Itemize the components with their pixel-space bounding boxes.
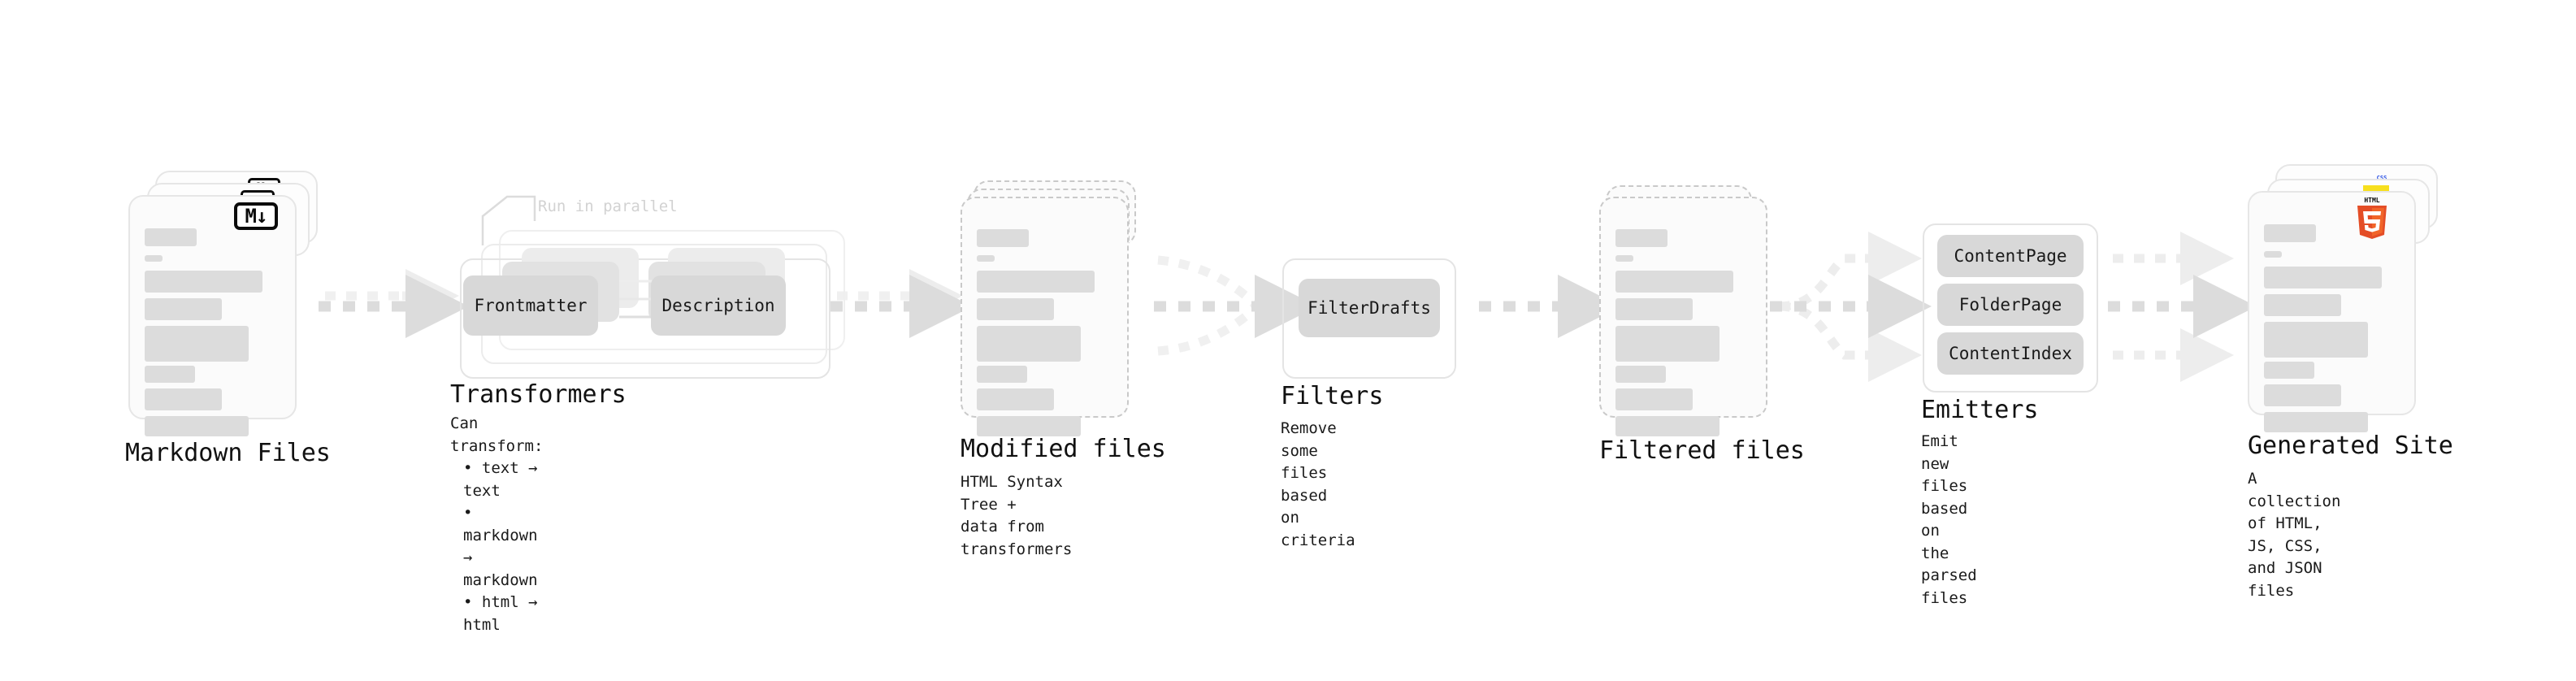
stage-title-generated-site: Generated Site xyxy=(2248,432,2453,460)
emitters-pill-contentpage[interactable]: ContentPage xyxy=(1937,235,2084,277)
filtered-card-front xyxy=(1599,197,1767,436)
skeleton-sub-bar xyxy=(977,255,995,262)
skeleton-sub-bar xyxy=(2264,251,2282,258)
filters-pill-filterdrafts[interactable]: FilterDrafts xyxy=(1299,279,1440,337)
markdown-badge-icon: M↓ xyxy=(234,202,278,230)
skeleton-line-4 xyxy=(977,366,1027,383)
emitters-pill-folderpage[interactable]: FolderPage xyxy=(1937,284,2084,326)
skeleton-title-bar xyxy=(1615,229,1667,247)
emitters-pill-contentindex[interactable]: ContentIndex xyxy=(1937,332,2084,375)
filters-box xyxy=(1282,258,1456,379)
skeleton-line-4 xyxy=(145,366,195,383)
markdown-card-front xyxy=(128,195,297,436)
transformer-layer-front xyxy=(460,258,830,379)
skeleton-line-4 xyxy=(2264,362,2314,379)
run-in-parallel-bracket xyxy=(481,195,536,245)
stage-title-markdown-files: Markdown Files xyxy=(125,439,331,467)
stage-subtitle-filters: Remove some files based on criteria xyxy=(1281,419,1355,549)
skeleton-line-4 xyxy=(1615,366,1666,383)
stage-title-filtered-files: Filtered files xyxy=(1599,436,1805,465)
skeleton-line-1 xyxy=(2264,267,2382,288)
skeleton-line-6 xyxy=(1615,416,1720,436)
arrow-markdown-to-transformers xyxy=(319,269,469,338)
transformers-bullet-list: Can transform: • text → text • markdown … xyxy=(450,413,543,636)
skeleton-line-5 xyxy=(145,388,222,410)
skeleton-line-5 xyxy=(2264,384,2341,406)
stage-title-modified-files: Modified files xyxy=(961,435,1166,463)
skeleton-line-1 xyxy=(977,271,1095,293)
stage-title-transformers: Transformers xyxy=(450,380,627,409)
skeleton-title-bar xyxy=(2264,224,2316,242)
skeleton-line-6 xyxy=(977,416,1081,436)
stage-subtitle-emitters: Emit new files based on the parsed files xyxy=(1921,432,1977,607)
bullets-lead: Can transform: xyxy=(450,414,544,455)
skeleton-line-3 xyxy=(2264,322,2368,358)
transformer-pill-description[interactable]: Description xyxy=(651,275,786,336)
skeleton-title-bar xyxy=(145,228,197,246)
arrow-modified-to-filters xyxy=(1154,255,1318,356)
skeleton-line-2 xyxy=(2264,294,2341,316)
skeleton-line-5 xyxy=(977,388,1054,410)
generated-card-front xyxy=(2248,191,2416,432)
skeleton-line-2 xyxy=(145,298,222,320)
skeleton-line-1 xyxy=(1615,271,1733,293)
svg-text:HTML: HTML xyxy=(2364,197,2379,204)
skeleton-line-6 xyxy=(2264,412,2368,432)
stage-subtitle-generated-site: A collection of HTML, JS, CSS, and JSON … xyxy=(2248,470,2341,600)
skeleton-line-3 xyxy=(1615,326,1720,362)
transformer-pill-frontmatter[interactable]: Frontmatter xyxy=(463,275,598,336)
skeleton-line-3 xyxy=(977,326,1081,362)
bullet-text-to-text: • text → text xyxy=(463,459,538,500)
skeleton-title-bar xyxy=(977,229,1029,247)
bullet-html-to-html: • html → html xyxy=(463,593,538,634)
skeleton-sub-bar xyxy=(1615,255,1633,262)
skeleton-sub-bar xyxy=(145,255,163,262)
skeleton-line-3 xyxy=(145,326,249,362)
stage-title-emitters: Emitters xyxy=(1921,396,2039,424)
skeleton-line-6 xyxy=(145,416,249,436)
skeleton-line-1 xyxy=(145,271,262,293)
modified-card-front xyxy=(961,197,1129,436)
svg-text:CSS: CSS xyxy=(2377,175,2387,181)
run-in-parallel-caption: Run in parallel xyxy=(538,197,678,215)
arrow-filtered-to-emitters xyxy=(1770,232,1932,382)
emitters-box xyxy=(1923,223,2098,393)
skeleton-line-5 xyxy=(1615,388,1693,410)
skeleton-line-2 xyxy=(977,298,1054,320)
bullet-markdown-to-markdown: • markdown → markdown xyxy=(463,504,538,589)
html5-icon: HTML xyxy=(2353,195,2391,239)
stage-subtitle-modified-files: HTML Syntax Tree + data from transformer… xyxy=(961,473,1073,558)
skeleton-line-2 xyxy=(1615,298,1693,320)
arrow-emitters-to-site xyxy=(2108,232,2257,382)
stage-title-filters: Filters xyxy=(1281,382,1384,410)
